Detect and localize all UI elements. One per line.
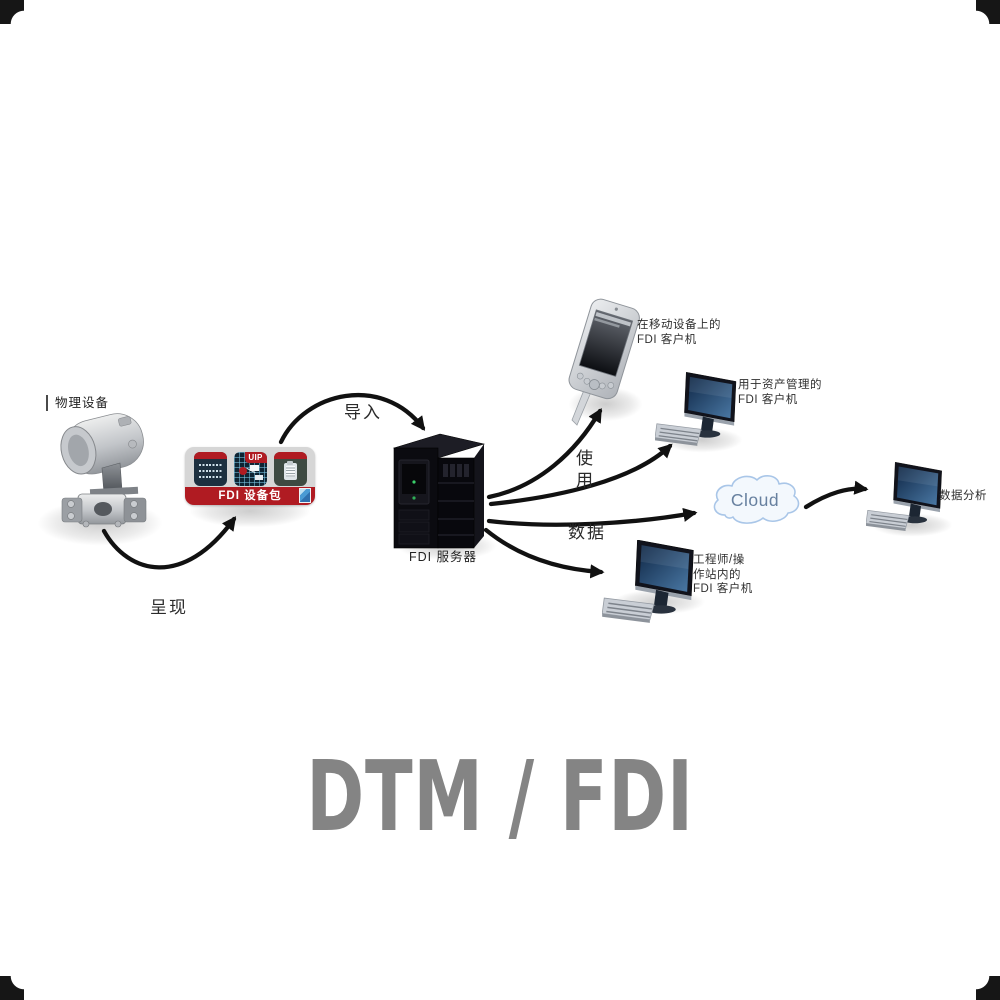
uip-tab: UIP [244,452,267,463]
analysis-label: 数据分析 [939,490,987,502]
cloud-shape [713,475,800,524]
engineer-client-line2: 作站内的 [693,568,741,581]
use-arrow-to-mobile [486,407,603,500]
fdi-device-package: UIP FDI 设备包 [185,447,315,505]
physical-device-image [60,413,147,528]
engineer-client-label: 工程师/操 作站内的 FDI 客户机 [693,553,753,597]
asset-client-line2: FDI 客户机 [738,393,798,406]
package-window-mini-icon [299,487,311,503]
asset-client-label: 用于资产管理的 FDI 客户机 [738,378,822,407]
data-arrow-to-cloud [486,507,698,527]
mobile-client-label: 在移动设备上的 FDI 客户机 [637,318,721,347]
uip-node-box [249,465,259,471]
present-arrow [101,516,237,570]
package-icon-row: UIP [185,452,315,486]
fdi-server-image [392,433,486,549]
present-label: 呈现 [150,598,188,618]
mobile-client-line2: FDI 客户机 [637,333,697,346]
cloud-label: Cloud [730,490,780,510]
cloud-to-analysis-arrow [803,480,869,510]
corner-mark-bottom-left [0,976,24,1000]
icon-red-header [273,452,307,459]
mobile-client-line1: 在移动设备上的 [637,319,721,331]
document-clipboard-icon [273,452,307,486]
icon-red-header [193,452,227,459]
fdi-server-label: FDI 服务器 [408,550,478,564]
uip-program-icon: UIP [233,452,267,486]
asset-client-desktop-image [655,372,737,447]
clipboard-glyph [283,461,297,480]
corner-mark-top-left [0,0,24,24]
binary-file-icon [193,452,227,486]
mobile-pda-image [568,298,640,426]
engineer-desktop-image [602,540,695,624]
binary-row [198,464,222,466]
import-label: 导入 [344,403,382,423]
corner-mark-bottom-right [976,976,1000,1000]
arrow-to-asset-client [488,443,673,507]
corner-mark-top-right [976,0,1000,24]
dtm-fdi-wordmark: DTM / FDI [306,740,694,853]
uip-node-dot [238,467,247,475]
engineer-client-line3: FDI 客户机 [693,583,753,595]
binary-row [198,476,222,478]
data-label: 数据 [568,523,606,543]
physical-device-label: 物理设备 [46,395,109,411]
uip-node-box [254,475,263,480]
engineer-client-line1: 工程师/操 [693,554,745,566]
binary-row [198,470,222,472]
arrow-to-engineer-client [483,527,605,579]
use-label: 使用 [572,449,592,493]
import-arrow [278,393,426,445]
package-title-strip: FDI 设备包 [185,487,315,505]
asset-client-line1: 用于资产管理的 [738,379,822,391]
